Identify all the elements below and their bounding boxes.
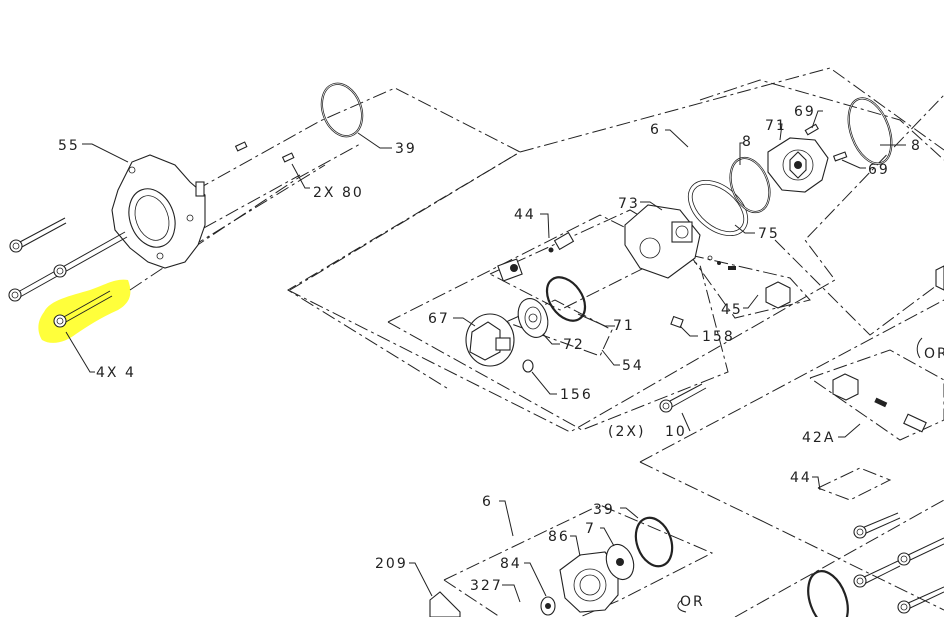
- callout-71: 71: [765, 118, 787, 134]
- callout-209: 209: [375, 556, 408, 572]
- pin-part-69: [804, 123, 848, 162]
- callout-75: 75: [758, 226, 780, 242]
- oring-part-71: [545, 276, 587, 322]
- oring-part-8b: [847, 97, 893, 165]
- plug-part-45: [707, 255, 791, 309]
- callout-labels: 55 39 2X 80 4X 4 6 8 71 69 8 69 73 75 44…: [58, 104, 944, 610]
- callout-44-lower: 44: [790, 470, 812, 486]
- callout-4x-4: 4X 4: [96, 365, 136, 381]
- callout-86: 86: [548, 529, 570, 545]
- callout-or-right: OR: [924, 346, 944, 362]
- pin-part-80: [234, 141, 295, 163]
- callout-156: 156: [560, 387, 593, 403]
- oring-part-39: [320, 82, 364, 138]
- callout-39-lower: 39: [593, 502, 615, 518]
- oring-part-39b: [634, 516, 674, 568]
- cap-part-67: [465, 313, 515, 367]
- callout-54: 54: [622, 358, 644, 374]
- callout-71-lower: 71: [613, 318, 635, 334]
- bearing-part-84: [540, 596, 556, 616]
- gear-plate-part-71: [767, 137, 829, 193]
- callout-327: 327: [470, 578, 503, 594]
- valve-part-44: [497, 231, 575, 282]
- callout-73: 73: [618, 196, 640, 212]
- oring-part-bottom-right: [807, 570, 849, 622]
- clip-part-158: [670, 315, 684, 329]
- seal-part-72: [517, 298, 549, 338]
- callout-84: 84: [500, 556, 522, 572]
- callout-6-lower: 6: [482, 494, 493, 510]
- bolt-part-right: [853, 265, 944, 614]
- callout-67: 67: [428, 311, 450, 327]
- callout-69: 69: [794, 104, 816, 120]
- callout-44: 44: [514, 207, 536, 223]
- callout-or-bottom: OR: [680, 594, 705, 610]
- bracket-part-209: [429, 591, 461, 618]
- callout-2x: (2X): [608, 424, 645, 440]
- bolt-part-10: [659, 383, 707, 413]
- callout-45: 45: [721, 302, 743, 318]
- callout-7: 7: [585, 521, 596, 537]
- fitting-part-156: [522, 359, 534, 373]
- callout-8-right: 8: [911, 138, 922, 154]
- callout-55: 55: [58, 138, 80, 154]
- callout-39: 39: [395, 141, 417, 157]
- callout-6: 6: [650, 122, 661, 138]
- bolt-part-4: [8, 217, 128, 328]
- callout-42a: 42A: [802, 430, 835, 446]
- callout-158: 158: [702, 329, 735, 345]
- callout-69-right: 69: [868, 162, 890, 178]
- housing-part-55: [111, 154, 206, 269]
- callout-2x-80: 2X 80: [313, 185, 364, 201]
- cover-part-73: [624, 204, 701, 279]
- callout-10: 10: [665, 424, 687, 440]
- assembly-box-center: [287, 67, 944, 521]
- leader-lines: [65, 110, 923, 613]
- bearing-housing-part-86: [559, 551, 619, 613]
- callout-72: 72: [563, 337, 585, 353]
- callout-8: 8: [742, 134, 753, 150]
- fitting-part-42A: [832, 373, 927, 433]
